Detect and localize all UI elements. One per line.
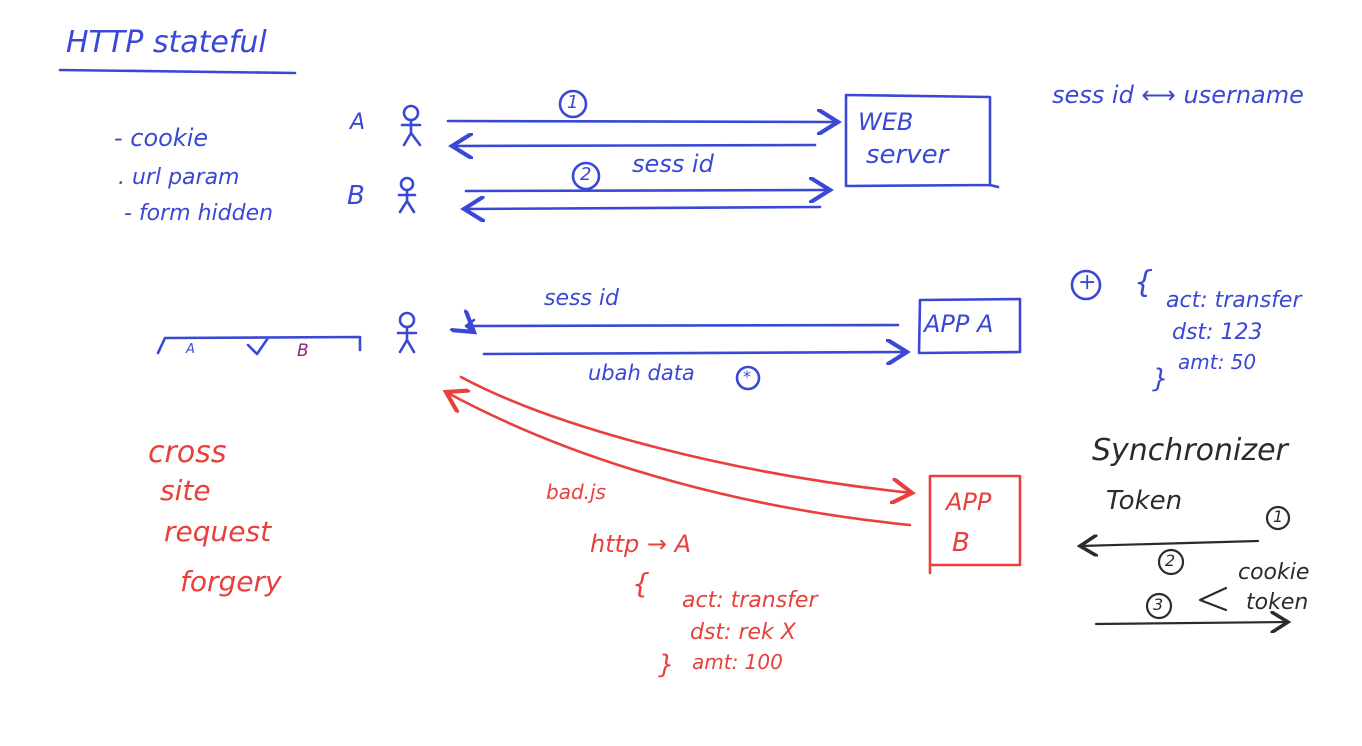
star-circle	[735, 365, 761, 391]
csrf-req-act: act: transfer	[682, 588, 818, 613]
arrow-a-to-server	[446, 121, 838, 122]
sync-step1-label: 1	[1273, 507, 1284, 526]
csrf-word-forgery: forgery	[180, 565, 282, 598]
csrf-word-cross: cross	[148, 435, 227, 470]
sync-step1-circle	[1265, 505, 1291, 531]
plus-circle	[1070, 269, 1102, 301]
app-b-label-1: APP	[946, 488, 992, 516]
csrf-brace-open: {	[632, 567, 650, 600]
csrf-req-amt: amt: 100	[692, 650, 783, 674]
session-mapping: sess id ⟷ username	[1052, 81, 1304, 109]
title-underline	[58, 68, 297, 75]
title: HTTP stateful	[66, 25, 267, 60]
star-label: *	[743, 367, 751, 386]
request-brace-close: }	[1152, 364, 1169, 394]
web-server-box	[844, 93, 1000, 189]
step1-circle	[558, 89, 588, 119]
victim-user-icon	[396, 311, 418, 354]
arrow-server-to-a	[452, 145, 817, 146]
csrf-req-dst: dst: rek X	[690, 620, 796, 645]
step2-circle	[571, 161, 601, 191]
web-server-label-1: WEB	[858, 108, 914, 136]
ubah-data-label: ubah data	[588, 361, 695, 385]
user-b-icon	[397, 176, 417, 214]
sync-arrow-back	[1080, 541, 1260, 546]
sync-step3-circle	[1145, 592, 1173, 620]
arrow-sessid	[466, 320, 900, 332]
sync-bracket	[1198, 586, 1228, 612]
tab-a-label: A	[186, 342, 195, 357]
app-a-box	[917, 297, 1022, 355]
app-b-box	[928, 474, 1022, 575]
user-b-label: B	[347, 181, 365, 211]
request-act: act: transfer	[1166, 288, 1302, 313]
arrow-server-to-b	[464, 207, 822, 209]
sync-title-1: Synchronizer	[1092, 433, 1288, 468]
method-url-param: . url param	[118, 165, 240, 190]
step2-label: 2	[580, 164, 592, 185]
user-a-icon	[400, 104, 422, 147]
arrow-ubah-data	[482, 352, 907, 354]
web-server-label-2: server	[866, 140, 949, 170]
arrow-user-to-app-b	[459, 375, 912, 493]
bad-js-label: bad.js	[546, 480, 606, 504]
app-b-label-2: B	[952, 528, 970, 558]
csrf-brace-close: }	[658, 650, 675, 680]
sync-title-2: Token	[1106, 486, 1183, 516]
sync-step3-label: 3	[1153, 595, 1164, 614]
csrf-word-site: site	[160, 474, 211, 507]
browser-tab-bar	[156, 335, 362, 356]
request-dst: dst: 123	[1172, 320, 1263, 345]
tab-b-label: B	[297, 341, 309, 361]
sessid-label-top: sess id	[632, 150, 714, 178]
request-brace-open: {	[1134, 265, 1154, 300]
sync-step2-circle	[1157, 548, 1185, 576]
user-a-label: A	[350, 110, 366, 135]
app-a-label: APP A	[924, 310, 994, 338]
plus-label: +	[1078, 270, 1097, 295]
sessid-label-middle: sess id	[544, 286, 619, 311]
sync-token-label: token	[1246, 590, 1309, 615]
csrf-word-request: request	[164, 515, 272, 548]
sync-step2-label: 2	[1165, 551, 1176, 570]
arrow-app-b-to-user	[446, 392, 912, 527]
method-form-hidden: - form hidden	[124, 201, 274, 226]
step1-label: 1	[567, 92, 579, 113]
http-to-a-label: http → A	[590, 530, 692, 558]
arrow-b-to-server	[464, 190, 830, 191]
method-cookie: - cookie	[114, 124, 209, 152]
sync-arrow-forward	[1094, 622, 1288, 624]
sync-cookie-label: cookie	[1238, 560, 1310, 585]
request-amt: amt: 50	[1178, 350, 1257, 374]
